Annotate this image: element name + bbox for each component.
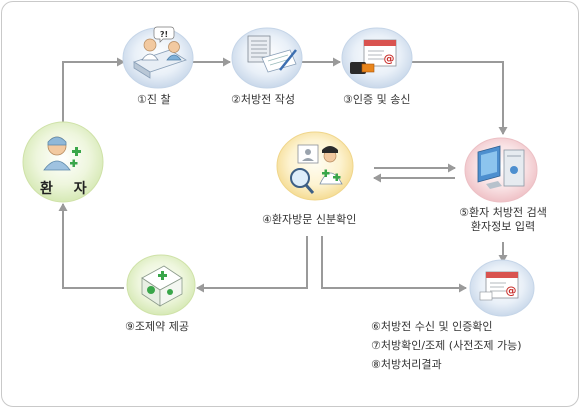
pharmacy-computer-icon [464, 137, 538, 203]
svg-text:@: @ [506, 284, 517, 297]
patient-label: 환 자 [40, 181, 95, 197]
step-1-label: ①진 찰 [137, 93, 171, 106]
arrow-send-to-search [412, 61, 508, 135]
prescription-writing-icon [231, 27, 303, 89]
prescription-receive-icon: @ [469, 259, 535, 317]
step-7-label: ⑦처방확인/조제 (사전조제 가능) [371, 339, 522, 352]
step-5-label-line1: ⑤환자 처방전 검색 [459, 206, 547, 219]
step-4-label: ④환자방문 신분확인 [262, 213, 357, 226]
arrow-verify-to-receive [321, 236, 467, 293]
svg-text:?!: ?! [160, 30, 168, 39]
doctor-consultation-icon: ?! [122, 26, 194, 89]
arrow-patient-to-exam [62, 57, 125, 130]
patient-icon [22, 121, 104, 203]
step-5-label-line2: 환자정보 입력 [470, 220, 536, 233]
step-9-label: ⑨조제약 제공 [125, 320, 189, 333]
arrow-dispense-to-patient [58, 203, 124, 289]
arrow-verify-to-dispense [196, 236, 308, 293]
step-2-label: ②처방전 작성 [231, 93, 295, 106]
step-8-label: ⑧처방처리결과 [371, 358, 442, 371]
svg-text:@: @ [384, 52, 395, 65]
medicine-box-icon [126, 254, 196, 316]
step-6-label: ⑥처방전 수신 및 인증확인 [371, 320, 493, 333]
identity-check-icon [276, 131, 354, 201]
certificate-send-icon: @ [341, 27, 413, 89]
step-3-label: ③인증 및 송신 [343, 93, 411, 106]
